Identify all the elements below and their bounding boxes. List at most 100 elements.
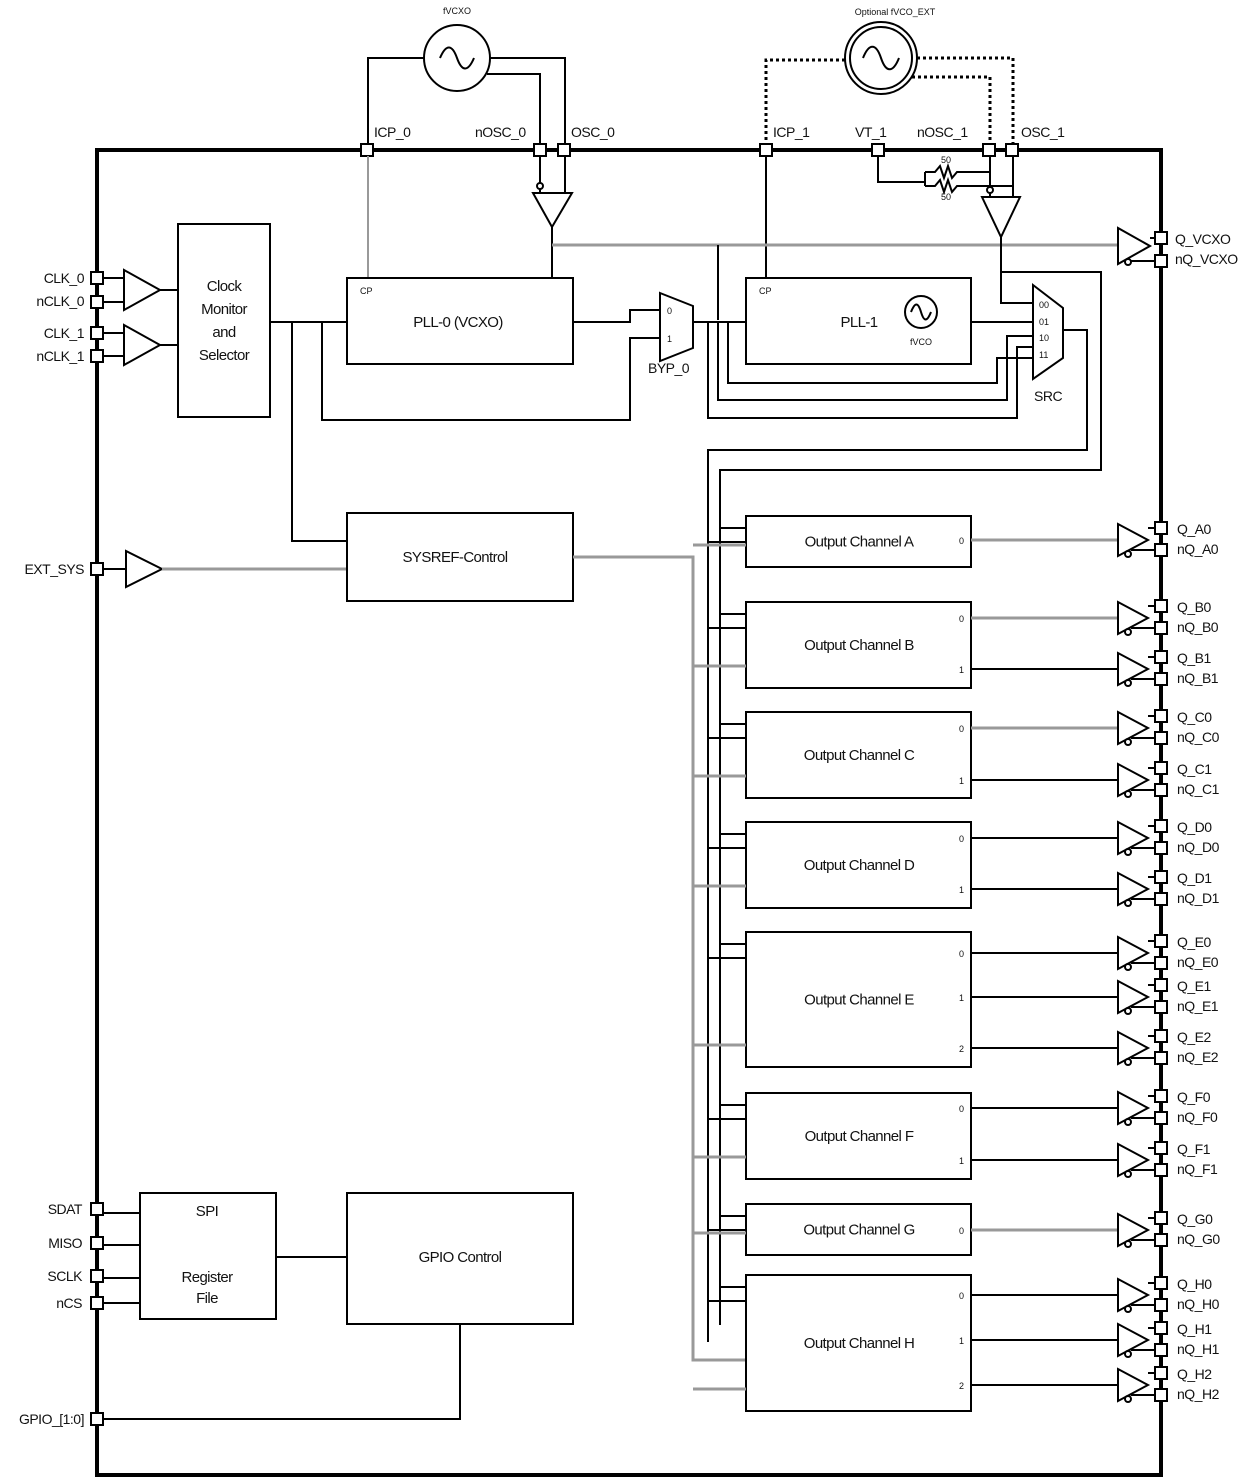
q-pin [1154,1089,1168,1103]
vcxo-ext-oscillator: Optional fVCO_EXT [764,7,1015,150]
pll1-block: CP PLL-1 fVCO [745,277,972,365]
output-index: 1 [959,993,964,1003]
pll1-vco-label: fVCO [910,337,932,347]
osc1-buffer: 50 50 [765,155,1022,278]
pin-nosc0: nOSC_0 [475,124,526,140]
output-index: 1 [959,1156,964,1166]
output-buffer-bubble [1124,738,1132,746]
nq-label: nQ_E1 [1177,998,1219,1014]
nq-label: nQ_F0 [1177,1109,1218,1125]
nq-pin [1154,1051,1168,1065]
ext-sys-input: EXT_SYS [24,549,347,589]
output-buffer [1117,1322,1151,1358]
q-pin [1154,599,1168,613]
output-buffer [1117,979,1151,1015]
nq-label: nQ_E2 [1177,1049,1219,1065]
channel-name: Output Channel A [805,534,914,551]
channel-name: Output Channel B [804,637,914,654]
q-pin [1154,870,1168,884]
clk-input-buffers: CLK_0 nCLK_0 CLK_1 nCLK_1 [36,268,178,367]
output-index: 0 [959,536,964,546]
src-in-00: 00 [1039,300,1049,310]
output-buffer [1117,1030,1151,1066]
output-buffer [1117,871,1151,907]
output-buffer-bubble [1124,790,1132,798]
q-pin [1154,761,1168,775]
output-buffer-bubble [1124,679,1132,687]
q-pin [1154,819,1168,833]
vcxo-output-buffer: Q_VCXO nQ_VCXO [1117,226,1239,268]
output-index: 1 [959,885,964,895]
pll0-cp-label: CP [360,286,373,296]
q-label: Q_H1 [1177,1321,1212,1337]
q-label: Q_B0 [1177,599,1212,615]
output-buffer [1117,651,1151,687]
channel-block [745,515,972,568]
spi-register-block: SPI Register File [139,1192,277,1320]
q-label: Q_H0 [1177,1276,1212,1292]
q-label: Q_E1 [1177,978,1212,994]
pll0-block: CP PLL-0 (VCXO) [346,277,574,365]
channel-name: Output Channel G [803,1222,914,1239]
gpio-control-label: GPIO Control [419,1249,502,1266]
pin-clk1: CLK_1 [44,325,85,341]
sysref-control-block: SYSREF-Control [346,512,574,602]
output-channel-e: Output Channel E0Q_E0nQ_E01Q_E1nQ_E12Q_E… [693,931,1219,1068]
nq-pin [1154,1000,1168,1014]
src-in-11: 11 [1039,350,1048,360]
q-label: Q_C0 [1177,709,1212,725]
q-label: Q_D1 [1177,870,1212,886]
output-index: 2 [959,1381,964,1391]
nq-label: nQ_A0 [1177,541,1219,557]
output-q-e1: 1 Q_E1 nQ_E1 [959,978,1219,1015]
output-index: 0 [959,1104,964,1114]
output-buffer [1117,762,1151,798]
q-pin [1154,521,1168,535]
nq-pin [1154,841,1168,855]
output-buffer [1117,522,1151,558]
q-pin [1154,1141,1168,1155]
nq-pin [1154,1298,1168,1312]
nq-label: nQ_B1 [1177,670,1219,686]
pin-osc0: OSC_0 [571,124,615,140]
channel-name: Output Channel H [804,1335,914,1352]
channel-block [745,1092,972,1180]
pin-sdat: SDAT [48,1201,83,1217]
nq-label: nQ_H1 [1177,1341,1220,1357]
q-label: Q_F1 [1177,1141,1211,1157]
nq-pin [1154,672,1168,686]
output-buffer-bubble [1124,1350,1132,1358]
pin-icp0: ICP_0 [374,124,411,140]
vcxo-ext-label: Optional fVCO_EXT [855,7,936,17]
output-buffer-bubble [1124,1007,1132,1015]
output-buffer-bubble [1124,628,1132,636]
q-pin [1154,1029,1168,1043]
q-pin [1154,1366,1168,1380]
nq-pin [1154,1388,1168,1402]
output-buffer [1117,820,1151,856]
output-buffer-bubble [1124,1395,1132,1403]
clock-monitor-line-4: Selector [199,347,250,364]
pin-icp1: ICP_1 [773,124,810,140]
pin-vt1: VT_1 [855,124,887,140]
pin-ncs: nCS [56,1295,82,1311]
nq-pin [1154,783,1168,797]
q-pin [1154,1321,1168,1335]
vcxo-label: fVCXO [443,6,471,16]
q-label: Q_D0 [1177,819,1212,835]
output-buffer-bubble [1124,1118,1132,1126]
output-index: 0 [959,834,964,844]
channel-block [745,601,972,689]
nq-vcxo-label: nQ_VCXO [1175,251,1238,267]
nq-label: nQ_F1 [1177,1161,1218,1177]
